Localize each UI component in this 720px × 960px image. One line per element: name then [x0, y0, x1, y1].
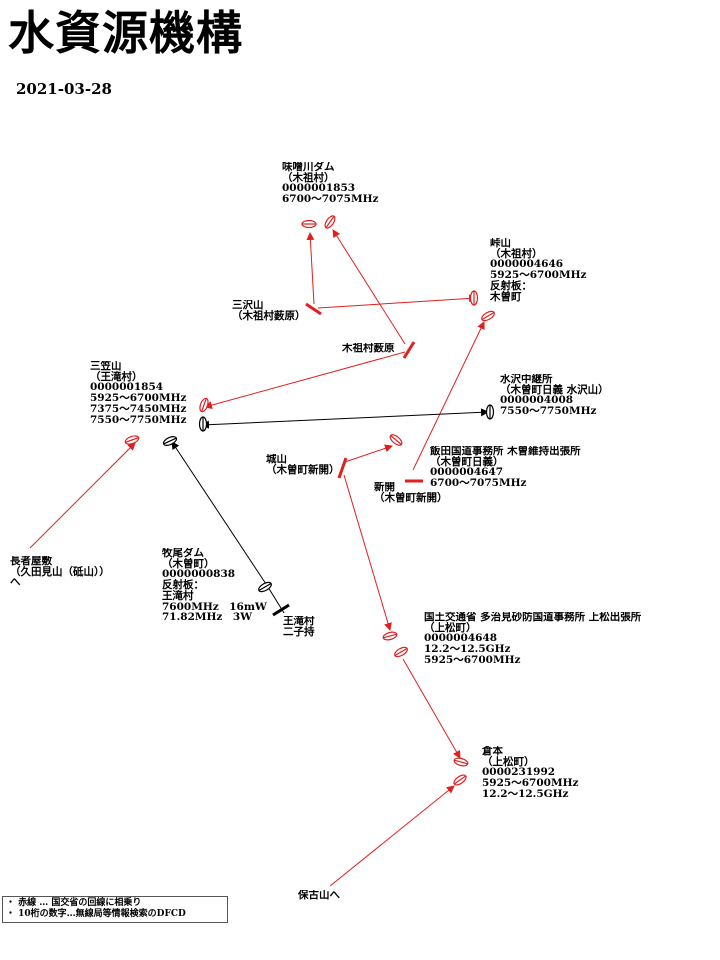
- dish-antenna-icon: [453, 774, 467, 786]
- label-otaki: 王滝村 二子持: [283, 616, 315, 638]
- link-kisoyabuhara-mikasa: [204, 351, 406, 410]
- link-lines-red: [29, 229, 485, 887]
- link-tajimi-kuramoto: [402, 658, 461, 759]
- label-shinkai: 新開 （木曽町新開）: [374, 482, 448, 504]
- label-sanzawa: 三沢山 （木祖村薮原）: [232, 300, 306, 322]
- dish-antenna-icon: [324, 215, 336, 229]
- label-mikasa: 三笠山 （王滝村） 0000001854 5925～6700MHz 7375～7…: [90, 361, 187, 425]
- label-kisoyabuhara: 木祖村薮原: [342, 343, 395, 354]
- reflector-plate-icon: [272, 603, 290, 617]
- reflector-plate-icon: [337, 457, 348, 479]
- reflector-plate-icon: [402, 341, 416, 359]
- link-mikasa-makio: [171, 441, 269, 588]
- dish-antenna-icon: [301, 219, 317, 229]
- page-title: 水資源機構: [8, 6, 243, 60]
- label-nagaya: 長者屋敷 （久田見山（砥山）） へ: [10, 556, 110, 589]
- page-date: 2021-03-28: [16, 80, 112, 98]
- label-tajimi: 国土交通省 多治見砂防国道事務所 上松出張所 （上松町） 0000004648 …: [424, 612, 642, 666]
- dish-antenna-icon: [453, 757, 469, 767]
- dish-antenna-icon: [382, 631, 398, 641]
- label-kuramoto: 倉本 （上松町） 0000231992 5925～6700MHz 12.2～12…: [482, 746, 579, 800]
- label-hokoyama: 保古山へ: [298, 890, 340, 901]
- legend-item-red-line: ・ 赤線 … 国交省の回線に相乗り: [6, 898, 142, 908]
- label-touge: 峠山 （木祖村） 0000004646 5925～6700MHz 反射板： 木曽…: [490, 238, 587, 303]
- dish-antenna-icon: [198, 416, 208, 432]
- label-mizusawa: 水沢中継所 （木曽町日義 水沢山） 0000004008 7550～7750MH…: [500, 374, 609, 418]
- label-mizore-dam: 味噌川ダム （木祖村） 0000001853 6700～7075MHz: [282, 162, 379, 206]
- label-shiroyama: 城山 （木曽町新開）: [266, 454, 340, 476]
- reflector-plate-icon: [305, 302, 322, 316]
- link-mizore-sanzawa: [306, 232, 315, 305]
- dish-antenna-icon: [199, 397, 209, 413]
- label-iida: 飯田国道事務所 木曽維持出張所 （木曽町日義） 0000004647 6700～…: [430, 446, 581, 490]
- dish-antenna-icon: [394, 646, 408, 658]
- dish-antenna-icon: [485, 404, 495, 420]
- dish-antenna-icon: [481, 310, 495, 322]
- link-shiroyama-tajimi: [343, 474, 392, 631]
- link-shiroyama-shinkai: [344, 444, 393, 463]
- dish-antenna-icon: [258, 581, 272, 593]
- link-touge-iida: [412, 321, 485, 471]
- link-sanzawa-touge: [317, 294, 477, 309]
- dish-antenna-icon: [124, 435, 140, 445]
- link-nagaya-mikasa: [29, 442, 136, 549]
- antenna-group: [124, 215, 495, 786]
- legend-item-dfcd: ・ 10桁の数字…無線局等情報検索のDFCD: [6, 909, 186, 920]
- legend: ・ 赤線 … 国交省の回線に相乗り ・ 10桁の数字…無線局等情報検索のDFCD: [2, 896, 228, 923]
- link-hokoyama-kuramoto: [329, 785, 455, 887]
- dish-antenna-icon: [389, 434, 403, 446]
- reflector-group: [272, 302, 423, 617]
- link-mizore-kisoyabuhara: [332, 229, 406, 345]
- dish-antenna-icon: [469, 290, 479, 306]
- link-mikasa-mizusawa: [201, 408, 489, 429]
- dish-antenna-icon: [162, 436, 178, 446]
- label-makio-dam: 牧尾ダム （木曽町） 0000000838 反射板： 王滝村 7600MHz 1…: [162, 548, 267, 624]
